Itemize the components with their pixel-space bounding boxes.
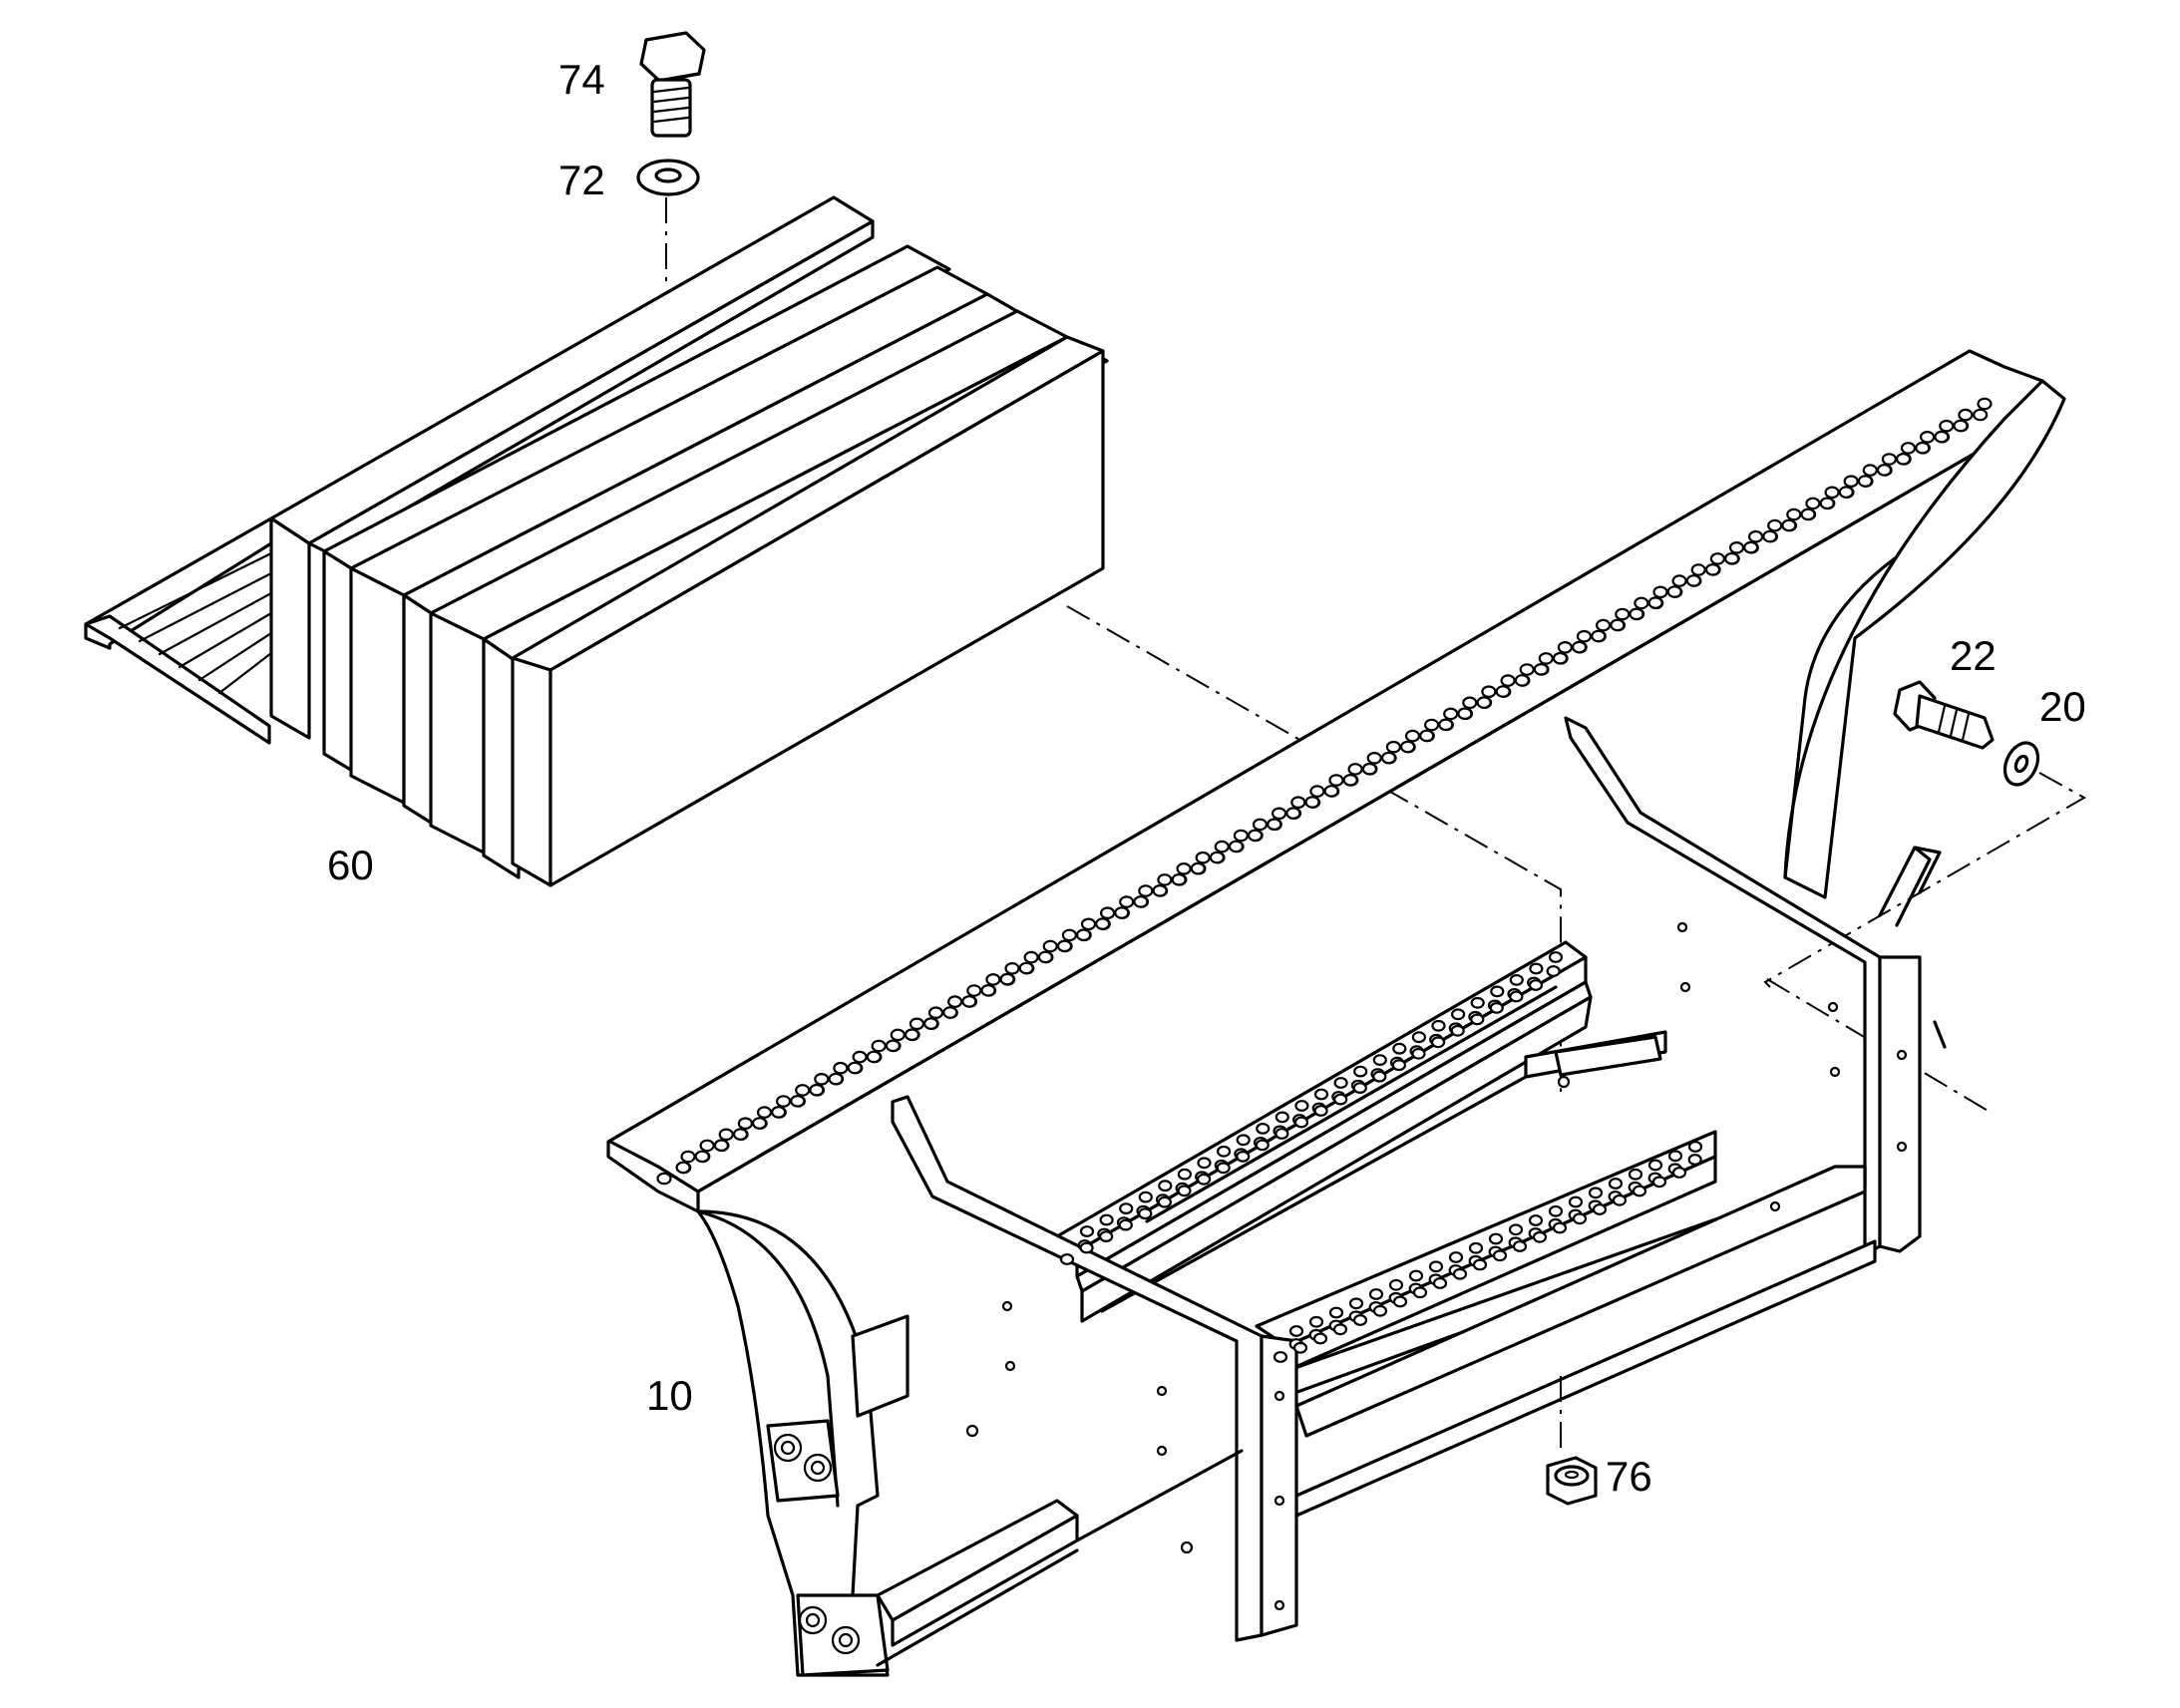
perforation-top bbox=[656, 397, 1993, 1186]
callout-20: 20 bbox=[2039, 683, 2086, 730]
perforation-bottom bbox=[1272, 1141, 1703, 1363]
washer-72-icon bbox=[636, 159, 700, 196]
bracket-bolts-icon bbox=[773, 1433, 861, 1655]
bolt-74-icon bbox=[639, 31, 706, 138]
callout-74: 74 bbox=[558, 56, 605, 103]
perforation-middle bbox=[1059, 951, 1564, 1265]
latch-icon bbox=[1878, 846, 1947, 1049]
callout-22: 22 bbox=[1950, 632, 1997, 679]
counterweight-60-icon bbox=[84, 195, 1109, 887]
callout-72: 72 bbox=[558, 157, 605, 203]
nut-76-icon bbox=[1546, 1456, 1598, 1506]
callout-10: 10 bbox=[646, 1372, 693, 1419]
step-frame-10-icon bbox=[606, 349, 2066, 1677]
centerline-20 bbox=[1763, 772, 2087, 988]
washer-20-icon bbox=[2002, 741, 2040, 787]
callout-60: 60 bbox=[327, 842, 374, 888]
callout-76: 76 bbox=[1606, 1453, 1652, 1500]
bolt-22-icon bbox=[1893, 680, 1995, 750]
